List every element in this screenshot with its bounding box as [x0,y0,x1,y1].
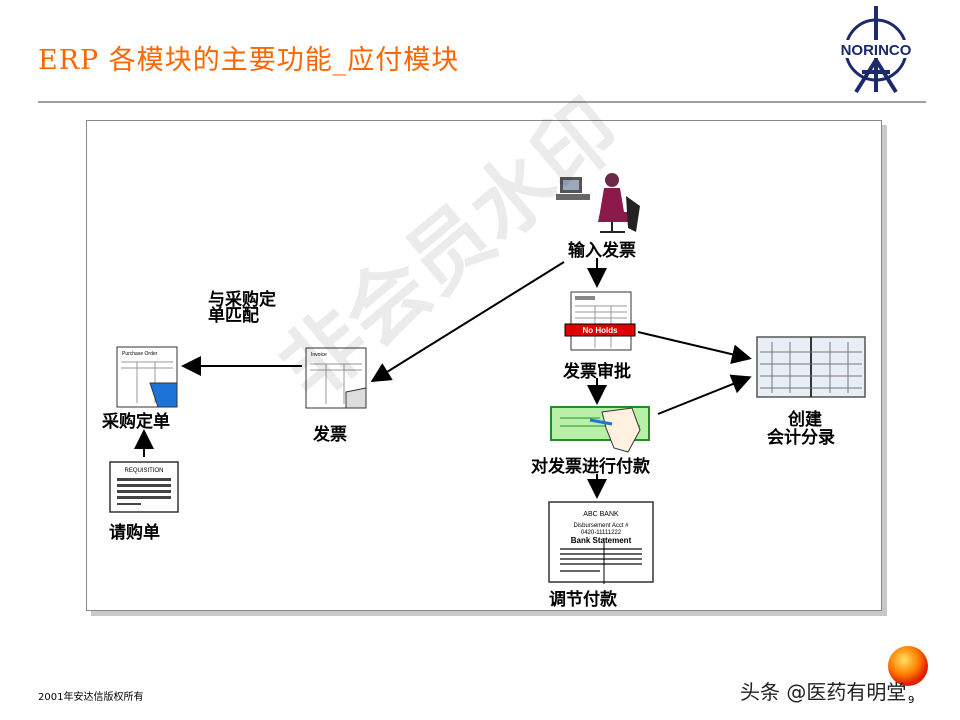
accounting-ledger-icon [756,336,866,398]
svg-text:REQUISITION: REQUISITION [124,468,163,474]
label-invoice: 发票 [313,425,347,445]
requisition-doc-icon: REQUISITION [109,461,179,513]
no-holds-stamp: No Holds [582,326,618,335]
page-number: 9 [908,695,915,706]
svg-text:Disbursement Acct #: Disbursement Acct # [573,523,629,529]
label-invoice-approval: 发票审批 [563,362,631,382]
logo-text: NORINCO [841,42,912,59]
invoice-doc-icon: Invoice [305,347,367,409]
label-create-line2: 会计分录 [767,428,835,448]
norinco-logo: NORINCO [830,6,922,94]
payment-check-icon [550,406,650,453]
copyright-text: 2001年安达信版权所有 [38,692,144,703]
svg-text:ABC BANK: ABC BANK [583,511,619,518]
svg-text:Invoice: Invoice [311,352,327,358]
flow-arrows [134,258,752,584]
label-requisition: 请购单 [109,523,160,543]
source-credit: 头条 @医药有明堂 [740,680,907,704]
invoice-approval-doc-icon: No Holds [564,291,636,351]
page-title: ERP 各模块的主要功能_应付模块 [38,45,460,76]
title-divider [38,101,926,103]
svg-text:Purchase Order: Purchase Order [122,351,158,357]
bank-statement-icon: ABC BANK Disbursement Acct # 0420-111112… [548,501,654,583]
svg-text:0420-11111222: 0420-11111222 [581,530,622,536]
purchase-order-doc-icon: Purchase Order [116,346,178,408]
label-pay-invoice: 对发票进行付款 [531,457,650,477]
label-match-po: 与采购定单匹配 [208,290,276,326]
label-create-line1: 创建 [788,410,822,430]
label-enter-invoice: 输入发票 [568,241,636,261]
svg-text:Bank Statement: Bank Statement [571,536,632,545]
sun-logo-icon [888,646,928,686]
label-reconcile-payment: 调节付款 [549,590,617,610]
user-at-computer-icon [556,173,640,233]
label-purchase-order: 采购定单 [102,412,170,432]
